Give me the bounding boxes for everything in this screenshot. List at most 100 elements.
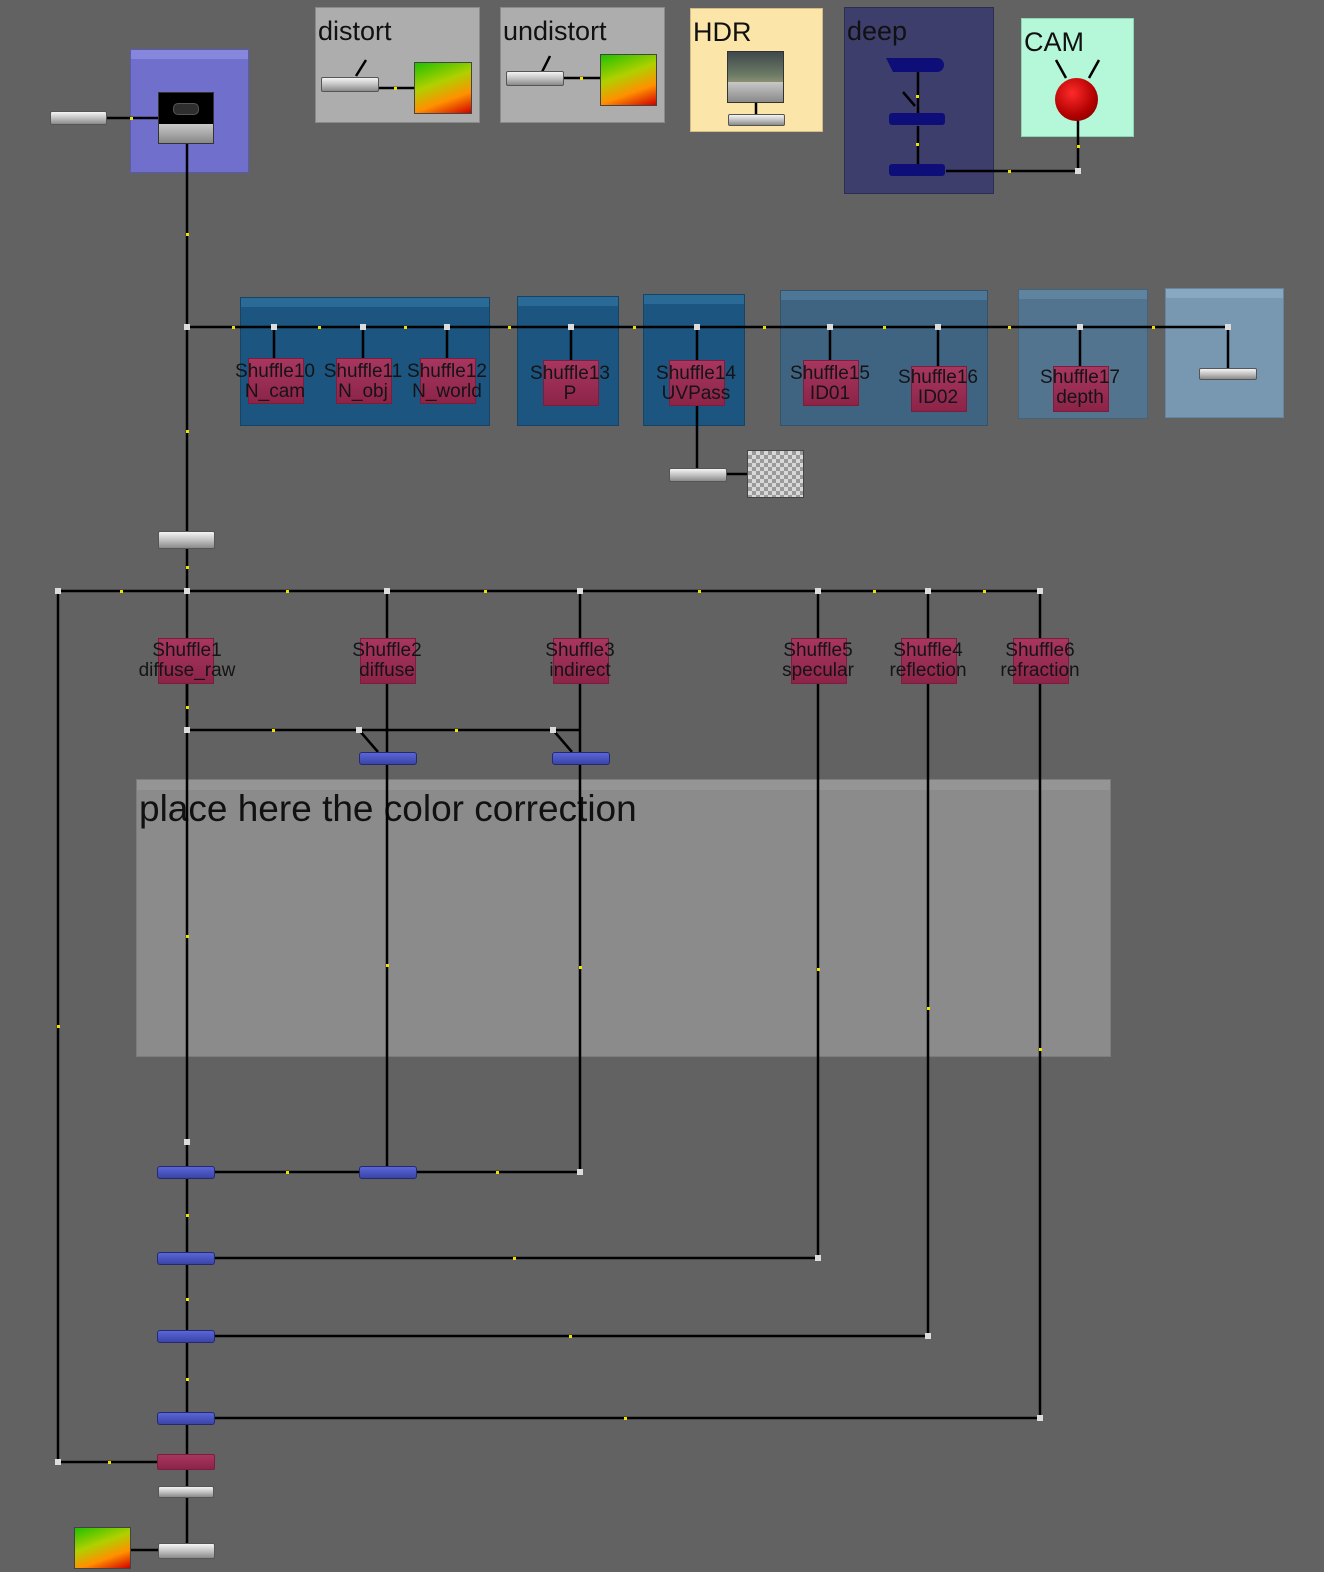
- lens-distort-node[interactable]: [321, 77, 379, 92]
- shuffle-name: Shuffle5: [783, 640, 853, 661]
- dot[interactable]: [1037, 588, 1043, 594]
- beauty-dot-node[interactable]: [158, 531, 215, 549]
- dot[interactable]: [384, 588, 390, 594]
- backdrop-color-correction[interactable]: place here the color correction: [136, 779, 1111, 1057]
- shuffle-node[interactable]: [420, 358, 476, 404]
- merge-node[interactable]: [359, 1166, 417, 1179]
- merge-node[interactable]: [552, 752, 610, 765]
- dot[interactable]: [815, 1255, 821, 1261]
- dot[interactable]: [271, 324, 277, 330]
- dot[interactable]: [568, 324, 574, 330]
- checkerboard-thumbnail[interactable]: [747, 450, 804, 498]
- dot[interactable]: [356, 727, 362, 733]
- lut-gradient-thumbnail[interactable]: [74, 1527, 131, 1569]
- merge-node[interactable]: [157, 1330, 215, 1343]
- camera-light-icon[interactable]: [1055, 78, 1098, 121]
- dot[interactable]: [1225, 324, 1231, 330]
- backdrop-distort[interactable]: distort: [315, 7, 480, 123]
- shuffle-layer: N_world: [412, 381, 482, 402]
- shuffle-layer: indirect: [549, 660, 611, 681]
- shuffle-name: Shuffle14: [656, 363, 736, 384]
- dot[interactable]: [577, 588, 583, 594]
- dot[interactable]: [1037, 1415, 1043, 1421]
- shuffle-name: Shuffle12: [407, 361, 487, 382]
- dot[interactable]: [815, 588, 821, 594]
- dot[interactable]: [694, 324, 700, 330]
- merge-node[interactable]: [157, 1252, 215, 1265]
- write-node[interactable]: [158, 1543, 215, 1559]
- dot[interactable]: [444, 324, 450, 330]
- shuffle-name: Shuffle15: [790, 363, 870, 384]
- shuffle-node[interactable]: [791, 638, 847, 684]
- copy-node[interactable]: [157, 1454, 215, 1470]
- deep-node-icon[interactable]: [886, 58, 944, 72]
- dot[interactable]: [360, 324, 366, 330]
- dot[interactable]: [925, 1333, 931, 1339]
- shuffle-name: Shuffle11: [323, 361, 403, 382]
- shuffle-node[interactable]: [360, 638, 416, 684]
- dot[interactable]: [55, 1459, 61, 1465]
- uvpass-input-node[interactable]: [669, 468, 727, 482]
- lut-gradient-thumbnail[interactable]: [600, 54, 657, 106]
- shuffle-node[interactable]: [553, 638, 609, 684]
- shuffle-label: Shuffle6 refraction: [980, 641, 1100, 681]
- shuffle-name: Shuffle13: [530, 363, 610, 384]
- shuffle-node[interactable]: [669, 360, 725, 406]
- shuffle-node[interactable]: [901, 638, 957, 684]
- shuffle-node[interactable]: [1013, 638, 1069, 684]
- deep-node-icon[interactable]: [889, 164, 945, 176]
- backdrop-extra[interactable]: [1165, 288, 1284, 418]
- shuffle-node[interactable]: [911, 366, 967, 412]
- shuffle-label: Shuffle17 depth: [1020, 368, 1140, 408]
- dot[interactable]: [935, 324, 941, 330]
- dot[interactable]: [184, 1139, 190, 1145]
- merge-node[interactable]: [157, 1412, 215, 1425]
- lens-undistort-node[interactable]: [506, 71, 564, 86]
- dot[interactable]: [184, 324, 190, 330]
- dot[interactable]: [55, 588, 61, 594]
- shuffle-layer: N_obj: [338, 381, 388, 402]
- backdrop-undistort-title: undistort: [503, 16, 607, 46]
- shuffle-node[interactable]: [1053, 366, 1109, 412]
- lut-gradient-thumbnail[interactable]: [414, 62, 472, 114]
- shuffle-name: Shuffle3: [545, 640, 615, 661]
- read-input-node[interactable]: [50, 111, 107, 125]
- merge-node[interactable]: [157, 1166, 215, 1179]
- output-node[interactable]: [158, 1486, 214, 1498]
- dot[interactable]: [550, 727, 556, 733]
- shuffle-name: Shuffle17: [1040, 367, 1120, 388]
- shuffle-node[interactable]: [336, 358, 392, 404]
- dot[interactable]: [827, 324, 833, 330]
- shuffle-layer: specular: [782, 660, 854, 681]
- shuffle-name: Shuffle4: [893, 640, 963, 661]
- shuffle-label: Shuffle3 indirect: [520, 641, 640, 681]
- shuffle-layer: diffuse_raw: [138, 660, 236, 681]
- dot[interactable]: [184, 727, 190, 733]
- dot[interactable]: [577, 1169, 583, 1175]
- hdr-output-node[interactable]: [728, 114, 785, 126]
- shuffle-label: Shuffle5 specular: [758, 641, 878, 681]
- shuffle-name: Shuffle10: [235, 361, 315, 382]
- shuffle-name: Shuffle16: [898, 367, 978, 388]
- shuffle-label: Shuffle10 N_cam: [215, 362, 335, 402]
- merge-node[interactable]: [359, 752, 417, 765]
- shuffle-node[interactable]: [158, 638, 214, 684]
- shuffle-node[interactable]: [248, 358, 304, 404]
- dot[interactable]: [1075, 168, 1081, 174]
- shuffle-node[interactable]: [803, 360, 859, 406]
- shuffle-name: Shuffle6: [1005, 640, 1075, 661]
- dot[interactable]: [184, 588, 190, 594]
- shuffle-label: Shuffle2 diffuse: [327, 641, 447, 681]
- read-node-thumbnail[interactable]: [158, 92, 214, 144]
- shuffle-layer: reflection: [889, 660, 967, 681]
- shuffle-label: Shuffle13 P: [510, 364, 630, 404]
- hdr-thumbnail[interactable]: [727, 51, 784, 103]
- shuffle-layer: N_cam: [244, 381, 306, 402]
- deep-node-icon[interactable]: [889, 113, 945, 125]
- dot[interactable]: [925, 588, 931, 594]
- shuffle-node[interactable]: [543, 360, 599, 406]
- extra-output-node[interactable]: [1199, 368, 1257, 380]
- shuffle-layer: UVPass: [661, 383, 731, 404]
- shuffle-layer: diffuse: [359, 660, 415, 681]
- dot[interactable]: [1077, 324, 1083, 330]
